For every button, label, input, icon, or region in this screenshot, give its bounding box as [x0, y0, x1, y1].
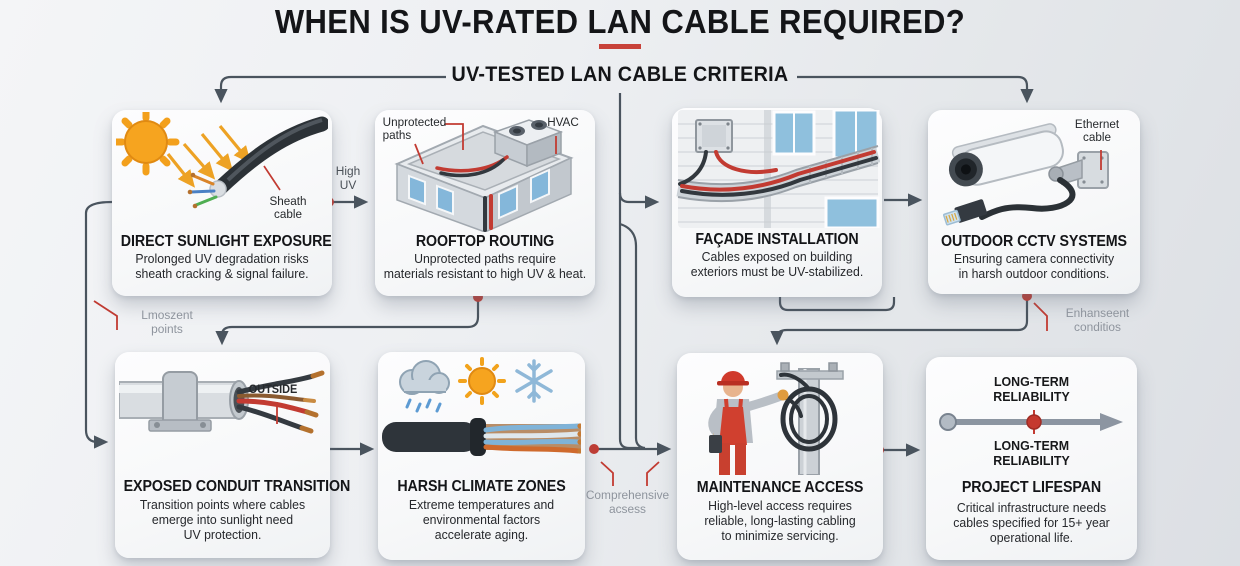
card-exposed-conduit-transition: OUTSIDE EXPOSED CONDUIT TRANSITION Trans… — [115, 352, 351, 558]
page-title: WHEN IS UV-RATED LAN CABLE REQUIRED? — [274, 3, 966, 40]
card-body: Unprotected paths require materials resi… — [383, 251, 587, 281]
criteria-subtitle: UV-TESTED LAN CABLE CRITERIA — [451, 63, 789, 86]
conduit-transition-illustration — [119, 370, 325, 434]
lan-cable-graphic — [187, 116, 328, 209]
callout-leader-lines — [414, 123, 557, 165]
connector-stem-secondary — [619, 222, 646, 450]
uv-ray-arrows — [166, 124, 252, 188]
callout-outside: OUTSIDE — [248, 384, 298, 396]
title-accent-dash — [599, 44, 641, 49]
card-rooftop-routing: Unprotected paths HVAC ROOFTOP ROUTING U… — [375, 110, 595, 296]
facade-cables — [678, 150, 878, 197]
conduit-tube — [119, 371, 249, 432]
timeline-arrowhead — [1100, 413, 1123, 431]
leader-comprehensive-right — [646, 461, 660, 486]
sun-over-cable-illustration — [116, 112, 328, 209]
weather-cable-illustration — [382, 357, 581, 456]
facade-cable-tray-illustration — [676, 110, 880, 228]
connector-card3-bracket — [778, 297, 896, 312]
card-title: ROOFTOP ROUTING — [415, 233, 555, 250]
worker-pole-illustration — [708, 362, 844, 475]
connector-stem-main — [618, 93, 640, 450]
cctv-camera-illustration — [943, 123, 1109, 226]
leader-comprehensive-left — [600, 461, 614, 486]
card-title: MAINTENANCE ACCESS — [696, 479, 864, 496]
maintenance-worker — [708, 371, 803, 475]
card-title: PROJECT LIFESPAN — [961, 479, 1102, 496]
card-project-lifespan: LONG-TERM RELIABILITY LONG-TERM RELIABIL… — [926, 357, 1137, 560]
camera-body — [948, 123, 1064, 187]
emerging-cables — [236, 370, 325, 434]
card-maintenance-access: MAINTENANCE ACCESS High-level access req… — [677, 353, 883, 560]
leader-transition-note — [93, 300, 118, 330]
timeline-label-bottom: LONG-TERM RELIABILITY — [993, 438, 1070, 468]
callout-leader-line — [263, 165, 281, 191]
junction-box — [695, 119, 733, 153]
card-body: Cables exposed on building exteriors mus… — [690, 249, 864, 279]
rooftop-cables — [435, 155, 509, 232]
connector-card4-to-card7 — [770, 296, 1029, 346]
card-body: Prolonged UV degradation risks sheath cr… — [135, 251, 309, 281]
sun-icon — [458, 357, 506, 405]
card-body: Extreme temperatures and environmental f… — [408, 497, 555, 542]
card-body: High-level access requires reliable, lon… — [704, 498, 856, 543]
node-dot — [589, 444, 599, 454]
leader-enhancement-note — [1033, 302, 1048, 331]
card-title: DIRECT SUNLIGHT EXPOSURE — [120, 233, 332, 250]
card-title: HARSH CLIMATE ZONES — [397, 478, 566, 495]
ethernet-cable-graphic — [979, 177, 1076, 220]
snowflake-icon — [515, 359, 553, 403]
coiled-cable — [779, 372, 838, 452]
timeline-illustration — [939, 410, 1123, 434]
timeline-label-top: LONG-TERM RELIABILITY — [993, 374, 1070, 404]
card-title: OUTDOOR CCTV SYSTEMS — [941, 233, 1127, 250]
rooftop-building-illustration — [394, 119, 574, 232]
card-body: Transition points where cables emerge in… — [139, 497, 306, 542]
rj45-connector — [943, 199, 987, 226]
note-transition-points: Lmoszent points — [141, 308, 193, 336]
cable-tray — [676, 145, 880, 203]
card-body: Ensuring camera connectivity in harsh ou… — [953, 251, 1115, 281]
card-facade-installation: FAÇADE INSTALLATION Cables exposed on bu… — [672, 108, 882, 297]
hvac-unit — [492, 119, 564, 168]
callout-hvac: HVAC — [547, 115, 579, 129]
timeline-midpoint-dot — [1026, 414, 1042, 430]
card-outdoor-cctv-systems: Ethernet cable OUTDOOR CCTV SYSTEMS Ensu… — [928, 110, 1140, 294]
wall-mount — [1048, 151, 1109, 189]
card-title: FAÇADE INSTALLATION — [695, 231, 859, 248]
rain-cloud-icon — [399, 360, 450, 413]
connector-card2-to-card5 — [215, 297, 480, 346]
timeline-start-node — [939, 413, 957, 431]
cable-cross-section — [382, 418, 581, 456]
note-comprehensive-access: Comprehensive acsess — [585, 488, 670, 516]
card-harsh-climate-zones: HARSH CLIMATE ZONES Extreme temperatures… — [378, 352, 585, 560]
callout-ethernet-cable: Ethernet cable — [1074, 117, 1120, 144]
note-enhancement-conditions: Enhanseent conditios — [1065, 306, 1130, 334]
callout-unprotected-paths: Unprotected paths — [382, 115, 447, 142]
connector-stem-branch-card3 — [618, 192, 660, 209]
connector-card1-to-card5 — [84, 200, 113, 449]
card-direct-sunlight-exposure: Sheath cable DIRECT SUNLIGHT EXPOSURE Pr… — [112, 110, 332, 296]
card-body: Critical infrastructure needs cables spe… — [953, 500, 1110, 545]
note-high-uv: High UV — [335, 164, 361, 192]
sun-icon — [116, 112, 180, 176]
card-title: EXPOSED CONDUIT TRANSITION — [123, 478, 351, 495]
callout-sheath-cable: Sheath cable — [269, 194, 307, 221]
